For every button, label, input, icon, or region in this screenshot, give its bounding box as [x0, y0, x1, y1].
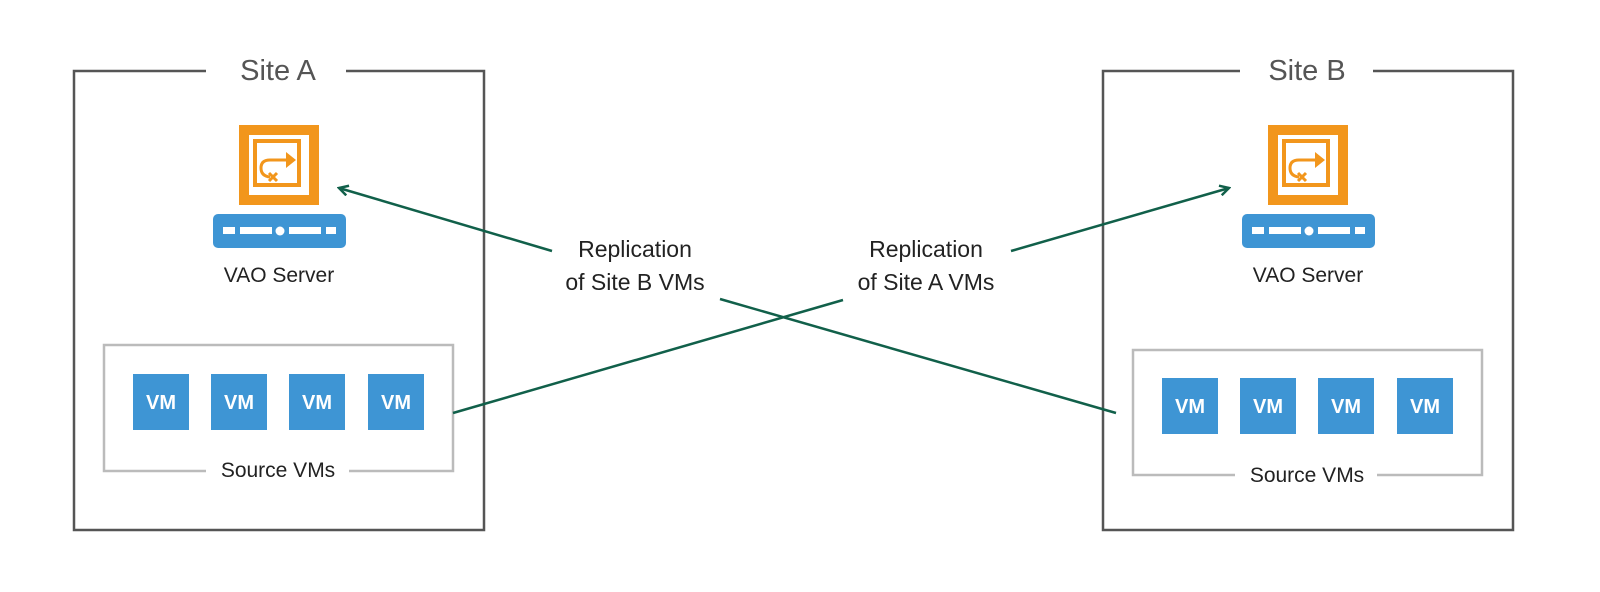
- vm-label: VM: [1410, 396, 1440, 418]
- replication-line-from-site-b: [719, 297, 1117, 415]
- site-a-border: [72, 69, 486, 532]
- vm-label: VM: [146, 392, 176, 414]
- vm-icon: VM: [1397, 378, 1453, 434]
- site-b: Site B VAO Server VM VM: [1101, 55, 1515, 532]
- site-b-group-label: Source VMs: [1250, 464, 1364, 487]
- vm-icon: VM: [368, 374, 424, 430]
- vm-icon: VM: [1240, 378, 1296, 434]
- site-b-source-vms-border: [1131, 348, 1484, 477]
- vm-label: VM: [381, 392, 411, 414]
- replication-b-label-line1: Replication: [578, 236, 692, 262]
- vm-icon: VM: [211, 374, 267, 430]
- replication-a-to-b: Replication of Site A VMs: [452, 188, 1229, 415]
- site-b-border: [1101, 69, 1515, 532]
- vm-icon: VM: [289, 374, 345, 430]
- replication-line-from-site-a: [452, 298, 844, 415]
- vm-label: VM: [1253, 396, 1283, 418]
- replication-b-label-line2: of Site B VMs: [565, 269, 704, 295]
- site-a-source-vms-border: [102, 343, 455, 473]
- vm-icon: VM: [1162, 378, 1218, 434]
- site-a-title: Site A: [240, 55, 316, 87]
- vm-icon: VM: [133, 374, 189, 430]
- site-b-server-label: VAO Server: [1253, 264, 1363, 287]
- site-a-server-label: VAO Server: [224, 264, 334, 287]
- replication-b-to-a: Replication of Site B VMs: [339, 188, 1117, 415]
- vao-server-icon: [213, 125, 346, 248]
- vao-server-icon: [1242, 125, 1375, 248]
- vm-icon: VM: [1318, 378, 1374, 434]
- replication-a-label-line2: of Site A VMs: [858, 269, 995, 295]
- site-b-title: Site B: [1268, 55, 1345, 87]
- vm-label: VM: [1175, 396, 1205, 418]
- vm-label: VM: [1331, 396, 1361, 418]
- site-a: Site A VAO Server VM VM: [72, 55, 486, 532]
- replication-arrow-to-site-b: [1010, 188, 1229, 253]
- site-a-group-label: Source VMs: [221, 459, 335, 482]
- replication-arrow-to-site-a: [339, 188, 553, 253]
- replication-a-label-line1: Replication: [869, 236, 983, 262]
- vm-label: VM: [224, 392, 254, 414]
- vm-label: VM: [302, 392, 332, 414]
